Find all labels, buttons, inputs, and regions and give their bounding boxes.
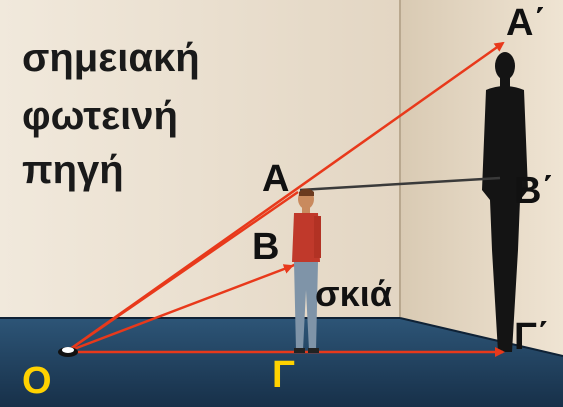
point-light-source: [58, 347, 78, 357]
title-line-1: σημειακή: [22, 38, 200, 78]
label-G-img: Γ΄: [514, 318, 550, 356]
label-B-img: Β΄: [514, 172, 554, 210]
title-line-3: πηγή: [22, 150, 124, 190]
title-line-2: φωτεινή: [22, 96, 178, 136]
label-A-img: Α΄: [506, 4, 546, 42]
label-A: Α: [262, 160, 289, 198]
label-O: Ο: [22, 362, 52, 400]
label-G: Γ: [272, 356, 295, 394]
shadow-label: σκιά: [315, 276, 392, 312]
label-B: Β: [252, 228, 279, 266]
